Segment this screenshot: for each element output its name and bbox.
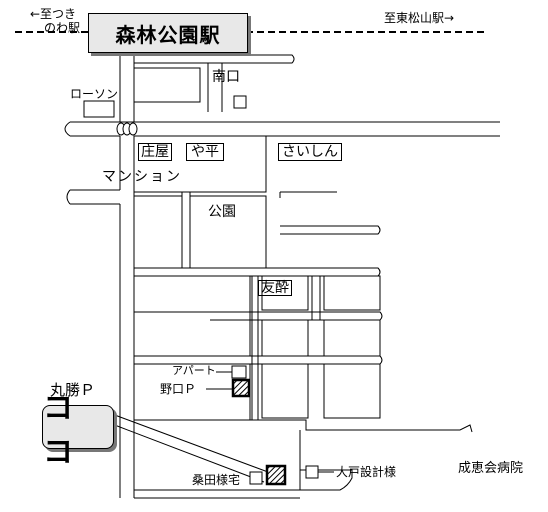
station-name: 森林公園駅 bbox=[88, 13, 248, 53]
hospital-label: 成恵会病院 bbox=[458, 461, 524, 476]
target-parking-marker bbox=[265, 464, 287, 486]
yahei-label: や平 bbox=[186, 143, 224, 161]
park-label: 公園 bbox=[208, 204, 236, 220]
apart-label: アパート bbox=[172, 364, 216, 377]
shoya-label: 庄屋 bbox=[138, 143, 172, 161]
kuwata-house-label: 桑田様宅 bbox=[192, 473, 241, 487]
leader-lines bbox=[206, 371, 334, 473]
direction-east: 至東松山駅→ bbox=[384, 11, 455, 25]
noguchi-parking-label: 野口Ｐ bbox=[160, 382, 197, 396]
lawson-building bbox=[83, 100, 115, 118]
direction-west-line1: ←至つき bbox=[30, 7, 77, 21]
oto-building bbox=[305, 465, 319, 479]
kuwata-house bbox=[249, 471, 263, 485]
mansion-label: マンション bbox=[102, 169, 182, 185]
direction-west-line2: のわ駅 bbox=[44, 21, 81, 35]
exit-label: 南口 bbox=[212, 69, 240, 85]
noguchi-parking-marker bbox=[231, 378, 251, 398]
railway-crossing bbox=[116, 122, 138, 136]
parking-targets bbox=[231, 378, 287, 486]
road-network bbox=[64, 52, 500, 499]
building-markers bbox=[83, 95, 319, 485]
yuusui-label: 友酔 bbox=[258, 280, 292, 296]
you-are-here-marker: ココ bbox=[42, 391, 114, 470]
city-blocks bbox=[133, 67, 381, 421]
exit-marker bbox=[233, 95, 247, 109]
marukatsu-parking-label: 丸勝Ｐ bbox=[50, 381, 96, 399]
lawson-label: ローソン bbox=[70, 87, 119, 101]
apart-building bbox=[231, 365, 247, 379]
oto-office-label: 大戸設計様 bbox=[336, 465, 397, 479]
saishin-label: さいしん bbox=[278, 143, 342, 161]
